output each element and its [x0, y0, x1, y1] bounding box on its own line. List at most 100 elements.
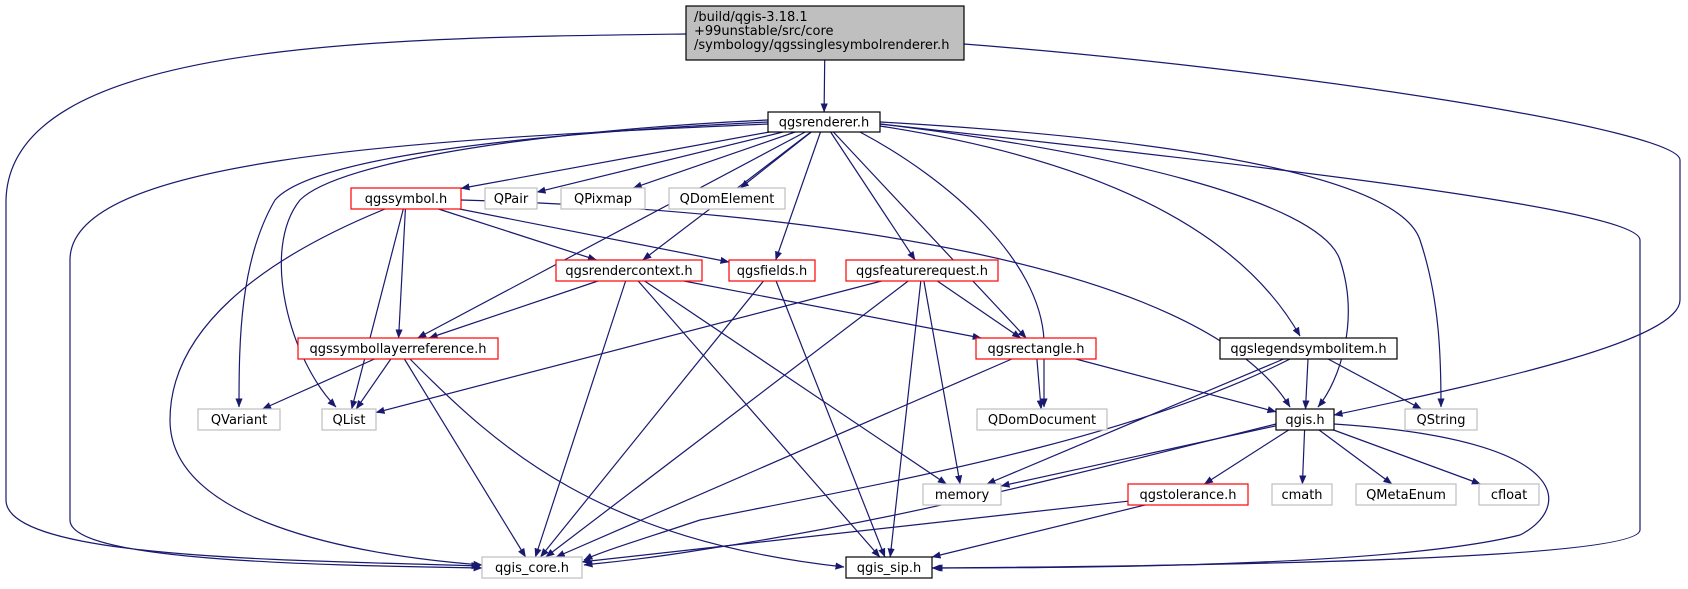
- edge-qgsrenderer-to-qdomdocument: [859, 131, 1048, 408]
- edge-main-to-qgis_core: [5, 33, 687, 570]
- edge-qgssymbollayerreference-to-qvariant: [262, 358, 375, 410]
- node-label-qgsrectangle: qgsrectangle.h: [987, 342, 1084, 357]
- node-box-qgis: [1275, 408, 1335, 431]
- edge-qgsrenderer-to-qgis_core: [69, 123, 769, 572]
- node-qgis[interactable]: qgis.h: [1275, 408, 1335, 431]
- edge-qgslegendsymbolitem-to-qstring: [1327, 358, 1422, 410]
- node-qdomdocument: QDomDocument: [976, 408, 1108, 431]
- node-label-qstring: QString: [1416, 413, 1465, 428]
- edge-qgsrendercontext-to-memory: [644, 280, 947, 485]
- node-qgsrenderer[interactable]: qgsrenderer.h: [767, 111, 881, 133]
- node-qgssymbollayerreference[interactable]: qgssymbollayerreference.h: [297, 337, 499, 360]
- node-box-qgsfields: [728, 259, 816, 282]
- node-box-main: [685, 5, 965, 61]
- node-box-qvariant: [197, 408, 281, 431]
- edge-qgslegendsymbolitem-to-qgis_core: [583, 358, 1291, 561]
- node-label-qgstolerance: qgstolerance.h: [1139, 488, 1236, 503]
- node-box-qgsrectangle: [975, 337, 1097, 360]
- node-label-memory: memory: [935, 488, 990, 503]
- node-box-qmetaenum: [1355, 483, 1457, 506]
- node-label-qgis: qgis.h: [1285, 413, 1324, 428]
- node-label-qgsfeaturerequest: qgsfeaturerequest.h: [856, 264, 988, 279]
- edge-qgsfields-to-qgis_core: [540, 280, 764, 558]
- node-box-qgslegendsymbolitem: [1219, 337, 1398, 360]
- node-qgssymbol[interactable]: qgssymbol.h: [350, 187, 462, 210]
- node-label-qgssymbol: qgssymbol.h: [365, 192, 448, 207]
- node-box-qdomdocument: [976, 408, 1108, 431]
- node-qpixmap: QPixmap: [560, 187, 646, 210]
- node-qgis_sip[interactable]: qgis_sip.h: [845, 556, 933, 579]
- node-label-main-line-2: +99unstable/src/core: [694, 24, 834, 39]
- node-qmetaenum: QMetaEnum: [1355, 483, 1457, 506]
- node-box-qgis_core: [481, 556, 583, 579]
- edge-qgssymbol-to-qlist: [350, 208, 404, 410]
- edge-qgsrenderer-to-qstring: [879, 121, 1445, 408]
- node-qpair: QPair: [484, 187, 538, 210]
- node-label-qgssymbollayerreference: qgssymbollayerreference.h: [309, 342, 486, 357]
- node-qlist: QList: [321, 408, 377, 431]
- node-qgslegendsymbolitem[interactable]: qgslegendsymbolitem.h: [1219, 337, 1398, 360]
- edge-qgssymbollayerreference-to-qgis_sip: [409, 358, 845, 570]
- node-label-qdomelement: QDomElement: [680, 192, 775, 207]
- node-box-qgssymbollayerreference: [297, 337, 499, 360]
- edge-qgslegendsymbolitem-to-qgis: [1302, 358, 1310, 410]
- edge-qgsrenderer-to-qgssymbollayerreference: [417, 131, 806, 339]
- node-main[interactable]: /build/qgis-3.18.1+99unstable/src/core/s…: [685, 5, 965, 61]
- node-label-qlist: QList: [333, 413, 366, 428]
- node-label-main-line-3: /symbology/qgssinglesymbolrenderer.h: [694, 38, 949, 53]
- edge-qgslegendsymbolitem-to-memory: [986, 358, 1284, 485]
- node-label-qmetaenum: QMetaEnum: [1366, 488, 1446, 503]
- node-qgsrectangle[interactable]: qgsrectangle.h: [975, 337, 1097, 360]
- node-label-qgsfields: qgsfields.h: [737, 264, 807, 279]
- edge-qgsrenderer-to-qgslegendsymbolitem: [879, 125, 1301, 337]
- node-qgsrendercontext[interactable]: qgsrendercontext.h: [555, 259, 703, 282]
- edge-qgsrendercontext-to-qgssymbollayerreference: [428, 280, 599, 339]
- node-label-qdomdocument: QDomDocument: [988, 413, 1096, 428]
- edge-qgsrenderer-to-qgsfields: [775, 131, 822, 261]
- node-cfloat: cfloat: [1478, 483, 1540, 506]
- edge-qgsfields-to-qgis_sip: [775, 280, 886, 558]
- node-label-qgsrenderer: qgsrenderer.h: [779, 116, 869, 131]
- edge-qgssymbol-to-qgis_core: [169, 208, 483, 568]
- node-label-qgsrendercontext: qgsrendercontext.h: [565, 264, 692, 279]
- node-box-qgis_sip: [845, 556, 933, 579]
- node-qgsfeaturerequest[interactable]: qgsfeaturerequest.h: [845, 259, 999, 282]
- node-qgis_core: qgis_core.h: [481, 556, 583, 579]
- node-label-cmath: cmath: [1281, 488, 1322, 503]
- edge-qgssymbollayerreference-to-qgis_core: [403, 358, 527, 558]
- node-box-qpair: [484, 187, 538, 210]
- node-label-qgslegendsymbolitem: qgslegendsymbolitem.h: [1230, 342, 1386, 357]
- edge-qgsrectangle-to-qgis_core: [555, 358, 1013, 558]
- node-qgstolerance[interactable]: qgstolerance.h: [1127, 483, 1249, 506]
- edge-qgsfeaturerequest-to-memory: [923, 280, 963, 485]
- node-qgsfields[interactable]: qgsfields.h: [728, 259, 816, 282]
- node-box-qstring: [1404, 408, 1478, 431]
- node-qvariant: QVariant: [197, 408, 281, 431]
- edge-qgsrendercontext-to-qgis_sip: [637, 280, 881, 558]
- edge-qgis-to-qmetaenum: [1318, 429, 1393, 485]
- edge-qgsrendercontext-to-qgis_core: [534, 280, 627, 558]
- node-cmath: cmath: [1271, 483, 1333, 506]
- node-qstring: QString: [1404, 408, 1478, 431]
- edge-qgis-to-qgis_sip: [933, 423, 1550, 572]
- edge-qgsrenderer-to-qgis_sip: [879, 123, 1641, 572]
- edge-qgssymbol-to-qgsrendercontext: [438, 208, 597, 261]
- node-box-qgsrendercontext: [555, 259, 703, 282]
- node-box-qgsfeaturerequest: [845, 259, 999, 282]
- edge-qgstolerance-to-qgis_sip: [931, 504, 1146, 559]
- edge-qgsrenderer-to-qpixmap: [632, 131, 796, 189]
- node-label-qvariant: QVariant: [211, 413, 267, 428]
- edge-main-to-qgsrenderer: [820, 59, 828, 113]
- edge-qgsfeaturerequest-to-qgis_core: [545, 280, 909, 558]
- edge-qgsrenderer-to-qgsrectangle: [832, 131, 1027, 339]
- edge-main-to-qgis: [963, 43, 1681, 417]
- node-qdomelement: QDomElement: [668, 187, 786, 210]
- edge-qgssymbollayerreference-to-qlist: [355, 358, 392, 410]
- node-box-cmath: [1271, 483, 1333, 506]
- edge-qgsfeaturerequest-to-qgsrectangle: [936, 280, 1022, 339]
- node-memory: memory: [922, 483, 1002, 506]
- node-box-cfloat: [1478, 483, 1540, 506]
- node-box-qpixmap: [560, 187, 646, 210]
- edge-qgis-to-qgis_core: [583, 423, 1277, 568]
